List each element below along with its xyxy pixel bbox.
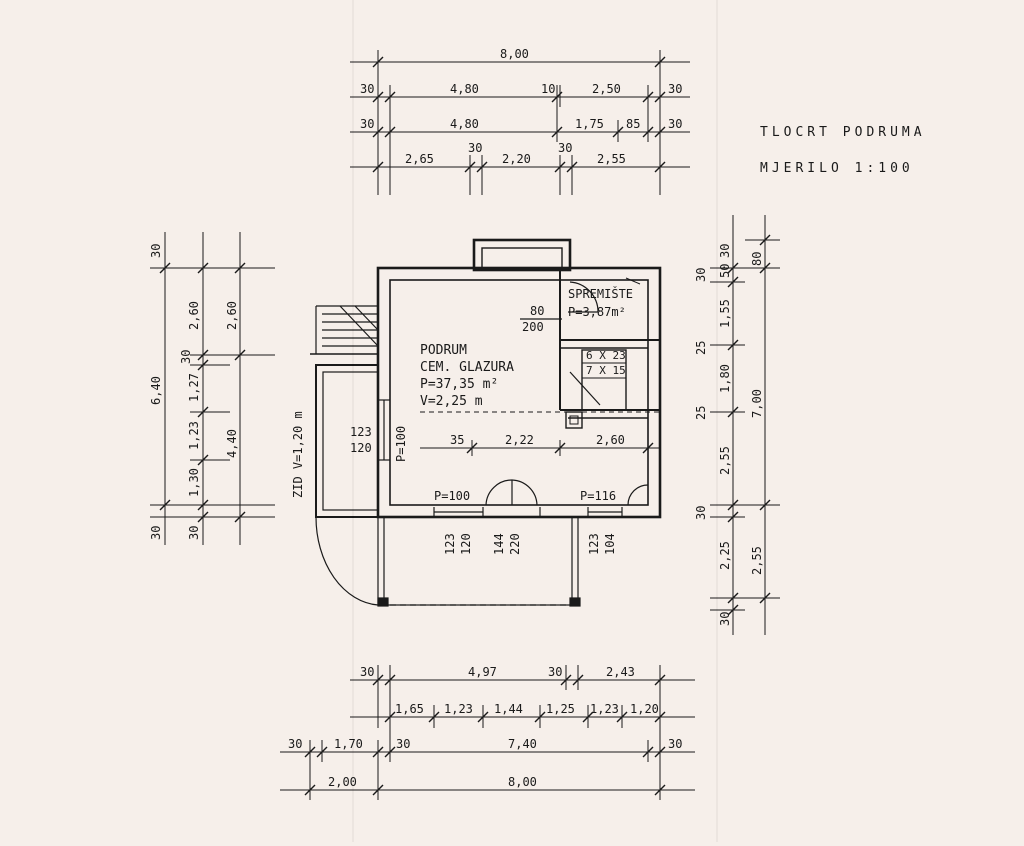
dim-top-r2-e: 30 <box>668 82 682 96</box>
dim-right-c1-30: 30 <box>694 268 708 282</box>
dim-top-r2-b: 4,80 <box>450 82 479 96</box>
dim-left-c2-30: 30 <box>179 350 193 364</box>
dim-right-c3-700: 7,00 <box>750 389 764 418</box>
dim-bot-r1-c: 30 <box>548 665 562 679</box>
room-podrum-area: P=37,35 m² <box>420 377 498 392</box>
dim-bot-r3-c: 30 <box>396 737 410 751</box>
dim-right-c2-255: 2,55 <box>718 446 732 475</box>
wall-height-label: ZID V=1,20 m <box>291 411 305 498</box>
dim-bot-r2-b: 1,23 <box>444 702 473 716</box>
internal-dimension-line <box>420 411 660 456</box>
room-spremiste-name: SPREMIŠTE <box>568 286 633 301</box>
right-dimension-lines <box>710 215 780 635</box>
dim-right-c2-30b: 30 <box>718 612 732 626</box>
window-b1-width: 123 <box>443 533 457 555</box>
openings <box>378 399 649 517</box>
terrace <box>310 305 379 518</box>
dim-left-c3-260: 2,60 <box>225 301 239 330</box>
window-b1-height: 120 <box>459 533 473 555</box>
dim-top-r3-d: 85 <box>626 117 640 131</box>
bottom-dimension-lines <box>280 665 695 800</box>
drawing-title: TLOCRT PODRUMA <box>760 125 926 140</box>
dim-top-r3-e: 30 <box>668 117 682 131</box>
main-door-label: P=100 <box>434 489 470 503</box>
dim-right-c2-50: 50 <box>718 264 732 278</box>
drawing-scale: MJERILO 1:100 <box>760 161 914 176</box>
dim-left-bottom-30: 30 <box>149 526 163 540</box>
dim-bot-r1-d: 2,43 <box>606 665 635 679</box>
dim-left-top-30: 30 <box>149 244 163 258</box>
dim-top-r2-d: 2,50 <box>592 82 621 96</box>
window-b3-height: 104 <box>603 533 617 555</box>
dim-bot-r4-a: 2,00 <box>328 775 357 789</box>
dim-right-c2-180: 1,80 <box>718 364 732 393</box>
dim-right-c1-25b: 25 <box>694 406 708 420</box>
dim-right-c2-155: 1,55 <box>718 299 732 328</box>
dim-top-r3-a: 30 <box>360 117 374 131</box>
dim-top-r2-a: 30 <box>360 82 374 96</box>
right-door-label: P=116 <box>580 489 616 503</box>
dim-bot-r2-a: 1,65 <box>395 702 424 716</box>
dim-top-r2-c: 10 <box>541 82 555 96</box>
dim-left-c2-123: 1,23 <box>187 421 201 450</box>
inner-dim-260: 2,60 <box>596 433 625 447</box>
dim-top-r4-e: 2,55 <box>597 152 626 166</box>
dim-bot-r2-c: 1,44 <box>494 702 523 716</box>
dim-bot-r1-a: 30 <box>360 665 374 679</box>
spremiste-door-height: 200 <box>522 320 544 334</box>
dim-left-c2-127: 1,27 <box>187 373 201 402</box>
inner-dim-35: 35 <box>450 433 464 447</box>
dim-top-overall: 8,00 <box>500 47 529 61</box>
dim-bot-r2-d: 1,25 <box>546 702 575 716</box>
left-window-width: 123 <box>350 425 372 439</box>
dim-bot-r4-b: 8,00 <box>508 775 537 789</box>
room-podrum-name: PODRUM <box>420 343 467 358</box>
dim-top-r4-b: 30 <box>468 141 482 155</box>
dim-bot-r3-e: 30 <box>668 737 682 751</box>
room-spremiste-area: P=3,87m² <box>568 305 626 319</box>
dim-top-r4-d: 30 <box>558 141 572 155</box>
dim-left-c2-130: 1,30 <box>187 468 201 497</box>
paper-fold-line <box>352 0 354 842</box>
window-b2-width: 144 <box>492 533 506 555</box>
dim-left-overall: 6,40 <box>149 376 163 405</box>
dim-top-r3-b: 4,80 <box>450 117 479 131</box>
inner-dim-222: 2,22 <box>505 433 534 447</box>
dim-left-c3-440: 4,40 <box>225 429 239 458</box>
stair-spec-2: 7 X 15 <box>586 364 626 377</box>
dim-right-c2-30top: 30 <box>718 244 732 258</box>
paper-fold-line <box>716 0 718 842</box>
window-b3-width: 123 <box>587 533 601 555</box>
dim-top-r4-a: 2,65 <box>405 152 434 166</box>
dim-right-c3-255: 2,55 <box>750 546 764 575</box>
dim-right-c3-80: 80 <box>750 252 764 266</box>
dim-left-c2-260: 2,60 <box>187 301 201 330</box>
top-dimension-lines <box>350 50 690 195</box>
room-podrum-floor: CEM. GLAZURA <box>420 360 514 375</box>
storage-door <box>520 277 641 320</box>
window-b2-height: 220 <box>508 533 522 555</box>
dim-bot-r3-d: 7,40 <box>508 737 537 751</box>
dim-right-c2-225: 2,25 <box>718 541 732 570</box>
stair-spec-1: 6 X 23 <box>586 349 626 362</box>
dim-right-c1-25: 25 <box>694 341 708 355</box>
dim-top-r3-c: 1,75 <box>575 117 604 131</box>
dim-bot-r1-b: 4,97 <box>468 665 497 679</box>
dim-top-r4-c: 2,20 <box>502 152 531 166</box>
dim-bot-r3-a: 30 <box>288 737 302 751</box>
left-dimension-lines <box>150 232 275 545</box>
left-door-label: P=100 <box>394 426 408 462</box>
room-podrum-height: V=2,25 m <box>420 394 483 409</box>
dim-bot-r2-f: 1,20 <box>630 702 659 716</box>
dim-right-c1-30b: 30 <box>694 506 708 520</box>
spremiste-door-width: 80 <box>530 304 544 318</box>
dim-bot-r3-b: 1,70 <box>334 737 363 751</box>
dim-left-c2-30b: 30 <box>187 526 201 540</box>
left-window-height: 120 <box>350 441 372 455</box>
dim-bot-r2-e: 1,23 <box>590 702 619 716</box>
front-porch <box>315 516 581 607</box>
